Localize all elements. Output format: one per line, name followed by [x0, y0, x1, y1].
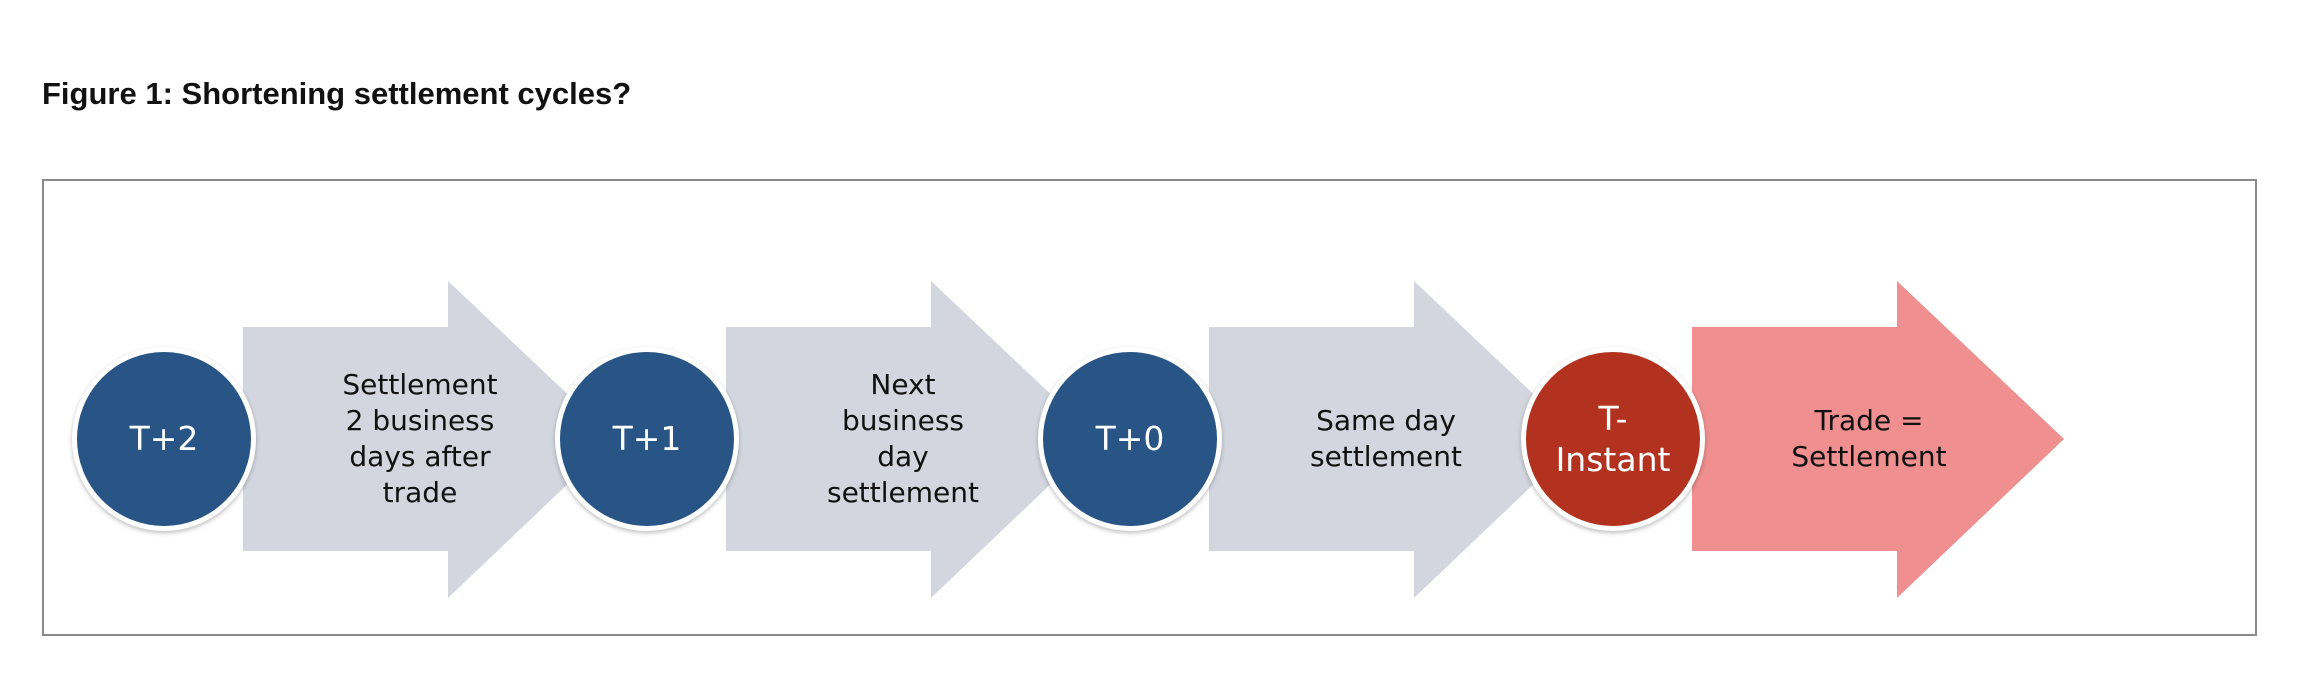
- cycle-description-line: Same day: [1316, 404, 1456, 437]
- cycle-label-circle: T+1: [555, 347, 739, 531]
- arrow-shape: [1209, 281, 1581, 598]
- cycle-description: Trade =Settlement: [1774, 339, 1964, 539]
- arrow-shape: [726, 281, 1098, 598]
- cycle-description-line: settlement: [1309, 440, 1462, 473]
- cycle-description-line: trade: [382, 476, 458, 509]
- cycle-label-circle: T+2: [72, 347, 256, 531]
- cycle-description-line: days after: [349, 440, 491, 473]
- cycle-description-line: Settlement: [1791, 440, 1947, 473]
- cycle-label-circle: T-Instant: [1521, 347, 1705, 531]
- figure-title: Figure 1: Shortening settlement cycles?: [42, 76, 632, 111]
- cycle-description-line: day: [877, 440, 929, 473]
- cycle-description-line: 2 business: [345, 404, 495, 437]
- cycle-label-text: T+0: [1095, 419, 1165, 459]
- arrow-shape: [1692, 281, 2064, 598]
- cycle-description-line: Next: [870, 368, 936, 401]
- cycle-description-line: Trade =: [1814, 404, 1924, 437]
- cycle-description-line: Settlement: [342, 368, 498, 401]
- cycle-description-line: business: [841, 404, 965, 437]
- cycle-label-text: T+1: [612, 419, 682, 459]
- cycle-description-line: settlement: [826, 476, 979, 509]
- cycle-label-text: Instant: [1555, 440, 1671, 479]
- cycle-label-text: T-: [1598, 398, 1628, 438]
- cycle-label-circle: T+0: [1038, 347, 1222, 531]
- cycle-label-text: T+2: [129, 419, 199, 459]
- arrow-shape: [243, 281, 615, 598]
